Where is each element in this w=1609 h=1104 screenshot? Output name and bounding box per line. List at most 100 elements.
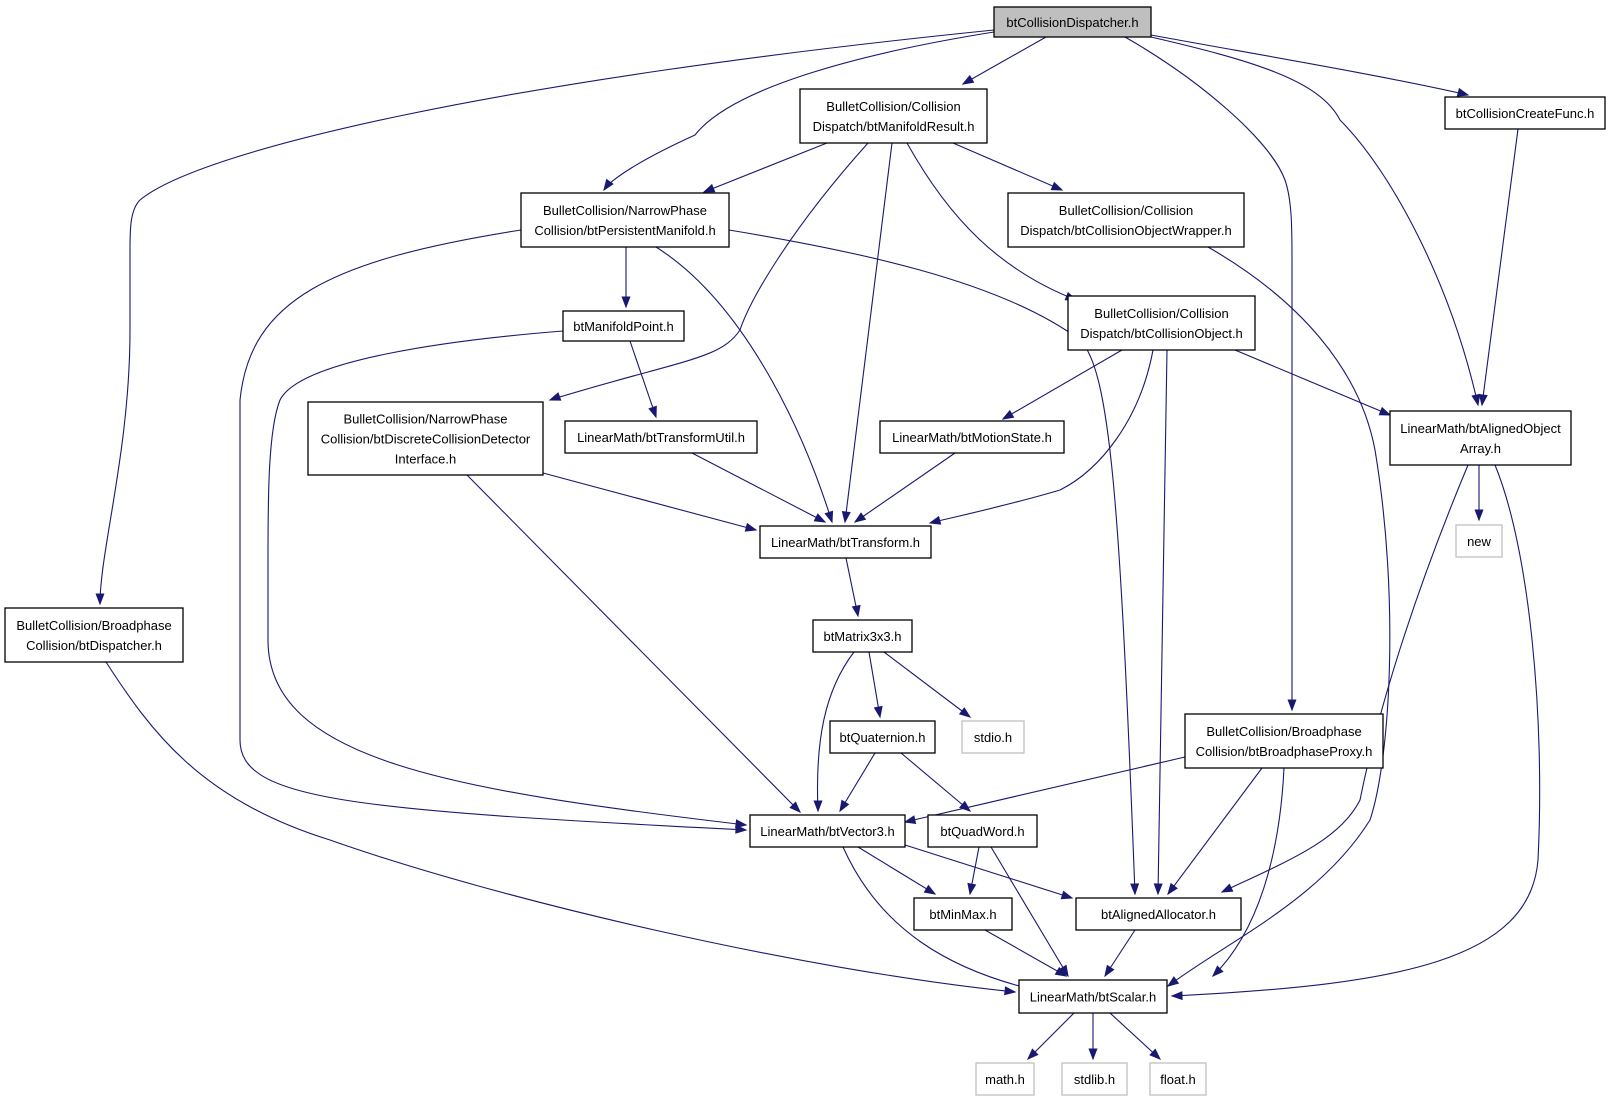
node-label: btCollisionDispatcher.h [1006,15,1138,30]
edge-root-to-manifoldResult [961,36,1047,85]
node-dispatcher[interactable]: BulletCollision/BroadphaseCollision/btDi… [4,607,184,663]
arrowhead [1088,1048,1098,1061]
arrowhead [928,515,942,525]
edge-line [549,142,869,401]
node-objectWrapper[interactable]: BulletCollision/CollisionDispatch/btColl… [1007,192,1245,248]
edge-line [990,846,1069,977]
node-stdio[interactable]: stdio.h [961,720,1025,754]
arrowhead [1130,883,1140,896]
edge-line [1109,1012,1161,1060]
node-box [1061,1062,1128,1096]
edge-vector3-to-allocator [904,844,1074,900]
node-motionState[interactable]: LinearMath/btMotionState.h [879,420,1065,454]
arrowhead [789,801,801,813]
node-label: BulletCollision/NarrowPhase [343,412,507,427]
edge-broadphaseProxy-to-allocator [1167,767,1263,896]
arrowhead [813,800,823,813]
edge-line [629,340,657,418]
node-collisionObject[interactable]: BulletCollision/CollisionDispatch/btColl… [1067,295,1256,351]
edge-transformUtil-to-transform [691,452,827,523]
node-persistentManifold[interactable]: BulletCollision/NarrowPhaseCollision/btP… [520,192,730,248]
edge-motionState-to-transform [853,452,956,523]
edge-alignedArray-to-newH [1474,465,1484,522]
node-box [1007,192,1245,248]
node-stdlib[interactable]: stdlib.h [1061,1062,1128,1096]
node-createFunc[interactable]: btCollisionCreateFunc.h [1444,96,1606,130]
edge-line [1167,246,1391,987]
edge-manifoldResult-to-transform [841,142,893,524]
node-box [879,420,1065,454]
arrowhead [648,405,657,419]
edge-line [857,846,936,895]
edge-line [1027,1012,1075,1060]
arrowhead [1104,964,1115,978]
edge-collisionObject-to-transform [928,349,1154,525]
edge-line [1157,349,1168,895]
node-label: Collision/btDiscreteCollisionDetector [321,432,531,447]
edge-line [1221,464,1469,893]
edge-line [854,452,956,523]
edge-layer [95,29,1541,1061]
node-box [812,619,913,653]
edge-line [844,142,893,523]
edge-line [1124,36,1293,710]
arrowhead [1287,699,1297,712]
node-quaternion[interactable]: btQuaternion.h [829,720,936,754]
arrowhead [1001,409,1015,420]
node-box [975,1062,1035,1096]
edge-line [99,29,995,605]
node-label: BulletCollision/Broadphase [1206,724,1361,739]
node-minMax[interactable]: btMinMax.h [913,897,1013,931]
node-manifoldPoint[interactable]: btManifoldPoint.h [562,310,685,342]
arrowhead [95,593,105,606]
edge-root-to-alignedArray [1150,36,1481,407]
node-matrix[interactable]: btMatrix3x3.h [812,619,913,653]
edge-line [1212,767,1285,977]
edge-persistentManifold-to-vector3 [239,229,748,834]
edge-quaternion-to-quadWord [900,752,972,812]
node-label: LinearMath/btTransform.h [771,535,920,550]
edge-line [984,929,1067,977]
arrowhead [959,800,972,812]
node-box [961,720,1025,754]
edge-line [816,651,855,812]
edge-root-to-dispatcher [95,29,995,606]
edge-alignedArray-to-scalar [1170,464,1541,1001]
arrowhead [923,884,937,895]
edge-line [703,142,828,193]
edge-line [1171,464,1541,997]
node-box [759,525,932,559]
edge-line [1002,349,1123,420]
arrowhead [548,392,562,401]
node-quadWord[interactable]: btQuadWord.h [927,814,1038,848]
node-vector3[interactable]: LinearMath/btVector3.h [749,814,906,848]
arrowhead [1149,1048,1162,1060]
edge-collisionObject-to-alignedArray [1234,349,1392,416]
arrowhead [1167,882,1178,896]
node-allocator[interactable]: btAlignedAllocator.h [1075,897,1242,931]
edge-persistentManifold-to-transform [655,246,834,524]
node-broadphaseProxy[interactable]: BulletCollision/BroadphaseCollision/btBr… [1184,713,1384,769]
node-label: btMinMax.h [929,907,996,922]
node-root[interactable]: btCollisionDispatcher.h [993,6,1152,38]
arrowhead [851,604,861,618]
node-label: LinearMath/btScalar.h [1030,990,1156,1005]
node-float[interactable]: float.h [1149,1062,1207,1096]
node-manifoldResult[interactable]: BulletCollision/CollisionDispatch/btMani… [799,88,988,144]
edge-allocator-to-scalar [1104,929,1136,978]
node-math[interactable]: math.h [975,1062,1035,1096]
edge-minMax-to-scalar [984,929,1068,977]
node-scalar[interactable]: LinearMath/btScalar.h [1018,979,1168,1014]
node-discreteDetector[interactable]: BulletCollision/NarrowPhaseCollision/btD… [307,401,544,476]
node-newH[interactable]: new [1455,524,1503,558]
node-transform[interactable]: LinearMath/btTransform.h [759,525,932,559]
node-label: Dispatch/btCollisionObjectWrapper.h [1020,223,1231,238]
node-transformUtil[interactable]: LinearMath/btTransformUtil.h [564,420,758,454]
node-label: BulletCollision/Broadphase [16,618,171,633]
node-box [927,814,1038,848]
arrowhead [744,522,758,532]
node-label: BulletCollision/Collision [826,99,960,114]
arrowhead [961,74,975,85]
